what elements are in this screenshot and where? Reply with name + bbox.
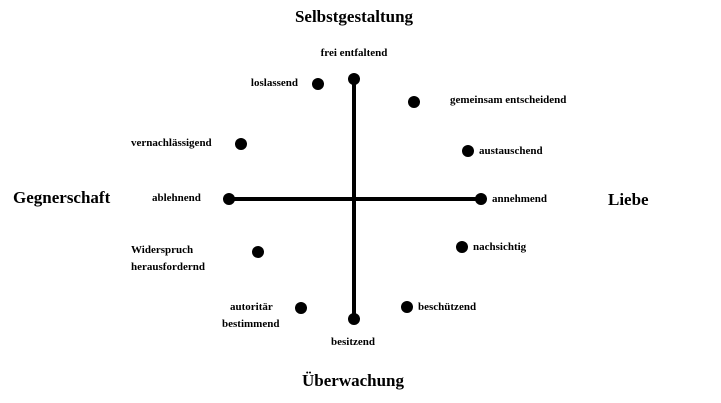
label-gemeinsam-entscheidend: gemeinsam entscheidend — [450, 94, 567, 106]
point-nachsichtig — [456, 241, 468, 253]
point-frei-entfaltend — [348, 73, 360, 85]
label-loslassend: loslassend — [250, 77, 298, 89]
axis-label-left: Gegnerschaft — [13, 188, 111, 207]
label-vernachlaessigend: vernachlässigend — [131, 137, 212, 149]
label-herausfordernd: herausfordernd — [131, 261, 205, 273]
point-gemeinsam-entscheidend — [408, 96, 420, 108]
point-widerspruch-herausfordernd — [252, 246, 264, 258]
label-besitzend: besitzend — [331, 336, 375, 348]
point-besitzend — [348, 313, 360, 325]
label-widerspruch: Widerspruch — [131, 244, 194, 256]
label-beschuetzend: beschützend — [418, 301, 477, 313]
point-vernachlaessigend — [235, 138, 247, 150]
label-autoritaer: autoritär — [230, 301, 273, 313]
label-ablehnend: ablehnend — [152, 192, 201, 204]
point-loslassend — [312, 78, 324, 90]
point-beschuetzend — [401, 301, 413, 313]
point-annehmend — [475, 193, 487, 205]
label-nachsichtig: nachsichtig — [473, 241, 527, 253]
axis-label-top: Selbstgestaltung — [294, 7, 414, 26]
point-ablehnend — [223, 193, 235, 205]
label-annehmend: annehmend — [492, 193, 548, 205]
label-austauschend: austauschend — [479, 145, 543, 157]
axis-label-right: Liebe — [608, 190, 649, 209]
axis-label-bottom: Überwachung — [301, 371, 405, 390]
label-bestimmend: bestimmend — [222, 318, 280, 330]
point-austauschend — [462, 145, 474, 157]
horizontal-axis-line — [229, 197, 481, 201]
point-autoritaer-bestimmend — [295, 302, 307, 314]
label-frei-entfaltend: frei entfaltend — [320, 47, 388, 59]
